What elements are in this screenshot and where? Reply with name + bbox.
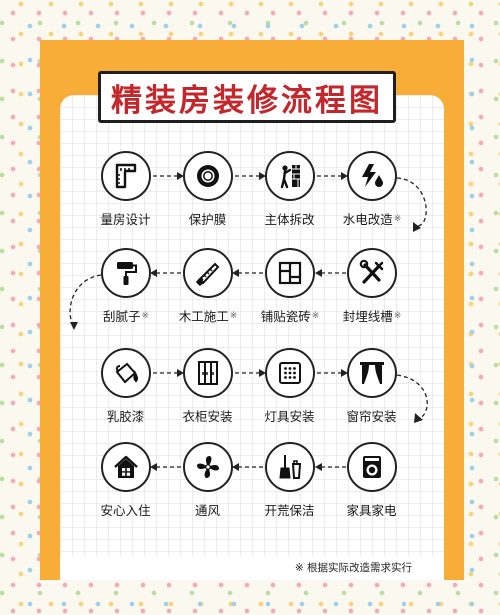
step-label: 刮腻子※ — [102, 309, 150, 324]
step-circle — [347, 151, 397, 201]
step-circle — [183, 442, 233, 492]
light-panel-icon — [279, 362, 301, 384]
arrow-15-16 — [150, 463, 157, 471]
step-circle — [347, 348, 397, 398]
water-electric-icon — [362, 164, 383, 187]
fan-icon — [197, 456, 219, 478]
saw-icon — [196, 262, 220, 286]
step-label: 木工施工※ — [178, 309, 238, 324]
step-label: 开荒保洁 — [264, 503, 315, 518]
arrow-2-3 — [259, 172, 266, 180]
step-label: 家具家电 — [346, 503, 397, 518]
step-label: 量房设计 — [100, 212, 151, 227]
arrow-14-15 — [232, 463, 239, 471]
step-circle — [101, 442, 151, 492]
step-circle — [183, 151, 233, 201]
page-title: 精装房装修流程图 — [111, 82, 383, 119]
footer-note: ※ 根据实际改造需求实行 — [60, 557, 444, 580]
step-furniture-appliances: 家具家电 — [332, 442, 412, 519]
step-circle — [265, 248, 315, 298]
step-label: 水电改造※ — [342, 212, 402, 227]
tools-icon — [359, 259, 384, 284]
step-lighting: 灯具安装 — [250, 348, 330, 425]
ruler-icon — [115, 163, 137, 189]
step-circle — [101, 348, 151, 398]
arrow-10-11 — [259, 369, 266, 377]
connector-12-13 — [396, 374, 428, 419]
step-circle — [265, 348, 315, 398]
step-circle — [265, 151, 315, 201]
arrow-1-2 — [177, 172, 184, 180]
step-circle — [183, 248, 233, 298]
demolition-icon — [280, 165, 300, 189]
step-circle — [265, 442, 315, 492]
connector-8-9 — [69, 274, 102, 326]
step-label: 铺贴瓷砖※ — [260, 309, 320, 324]
arrow-5-6 — [315, 269, 322, 277]
step-label: 衣柜安装 — [182, 409, 233, 424]
house-icon — [114, 455, 138, 478]
arrow-8-9 — [70, 322, 78, 330]
title-box: 精装房装修流程图 — [98, 71, 396, 123]
arrow-9-10 — [177, 369, 184, 377]
step-carpentry: 木工施工※ — [168, 248, 248, 325]
arrow-3-4 — [341, 172, 348, 180]
tape-roll-icon — [197, 165, 219, 187]
step-move-in: 安心入住 — [86, 442, 166, 519]
step-circle — [347, 248, 397, 298]
step-circle — [183, 348, 233, 398]
step-label: 主体拆改 — [264, 212, 315, 227]
step-label: 保护膜 — [188, 212, 227, 227]
cleaning-icon — [279, 455, 302, 479]
step-label: 封埋线槽※ — [342, 309, 402, 324]
arrow-12-13 — [414, 413, 423, 423]
step-curtains: 窗帘安装 — [332, 348, 412, 425]
step-ventilation: 通风 — [168, 442, 248, 519]
arrow-7-8 — [150, 269, 157, 277]
step-latex-paint: 乳胶漆 — [86, 348, 166, 425]
arrow-11-12 — [341, 369, 348, 377]
step-tiling: 铺贴瓷砖※ — [250, 248, 330, 325]
step-cleaning: 开荒保洁 — [250, 442, 330, 519]
step-circle — [347, 442, 397, 492]
step-protective-film: 保护膜 — [168, 151, 248, 228]
paint-roller-icon — [117, 262, 137, 285]
arrow-6-7 — [232, 269, 239, 277]
wardrobe-icon — [198, 361, 218, 385]
washing-machine-icon — [363, 456, 381, 478]
step-wardrobe: 衣柜安装 — [168, 348, 248, 425]
paint-bucket-icon — [115, 362, 139, 384]
curtain-icon — [360, 362, 384, 384]
arrow-13-14 — [315, 463, 322, 471]
step-label: 乳胶漆 — [106, 409, 145, 424]
step-label: 通风 — [194, 503, 220, 518]
tiles-icon — [278, 261, 302, 285]
step-water-electric: 水电改造※ — [332, 151, 412, 228]
connector-4-5 — [396, 177, 427, 227]
step-label: 窗帘安装 — [346, 409, 397, 424]
step-label: 灯具安装 — [264, 409, 315, 424]
step-circle — [101, 151, 151, 201]
step-bury-conduit: 封埋线槽※ — [332, 248, 412, 325]
arrow-4-5 — [413, 222, 421, 232]
step-label: 安心入住 — [100, 503, 151, 518]
step-circle — [101, 248, 151, 298]
step-putty: 刮腻子※ — [86, 248, 166, 325]
step-measure-design: 量房设计 — [86, 151, 166, 228]
step-demolition: 主体拆改 — [250, 151, 330, 228]
